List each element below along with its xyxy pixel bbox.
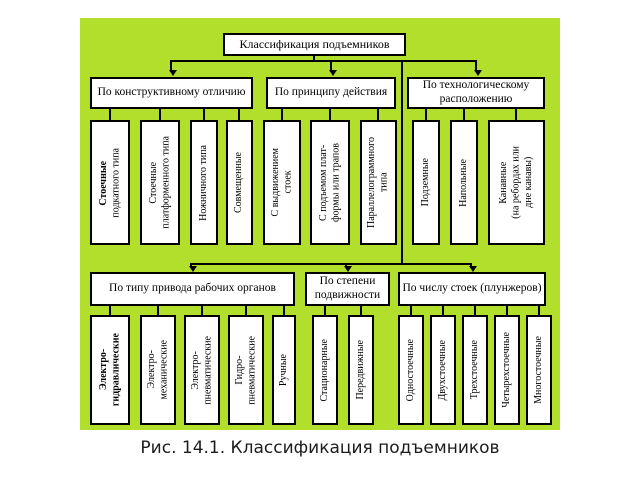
node-electro-gidravlicheskie: Электро- гидравлические <box>90 315 130 425</box>
node-label: По принципу действия <box>274 86 388 99</box>
node-label: Подземные <box>419 158 431 207</box>
node-label: Ручные <box>277 353 289 387</box>
node-root: Классификация подъемников <box>223 33 406 56</box>
arrow-down-icon <box>189 263 197 272</box>
connector <box>245 306 247 315</box>
node-odnostoechnye: Одностоечные <box>398 315 424 425</box>
node-label: Трехстоечные <box>468 340 480 400</box>
node-label: Ножничного типа <box>197 144 209 221</box>
node-label: Стоечные платформенного типа <box>147 136 172 229</box>
node-label: Электро- механические <box>145 340 170 400</box>
node-statsionarnye: Стационарные <box>312 315 338 425</box>
node-label: По степени подвижности <box>314 275 381 301</box>
node-label: По конструктивному отличию <box>97 86 246 99</box>
connector <box>506 306 508 315</box>
node-label: Напольные <box>457 158 469 207</box>
node-label: С выдвижением стоек <box>269 148 294 217</box>
node-napolnye: Напольные <box>450 120 478 245</box>
node-label: Канавные (на ребордах или дне канавы) <box>497 146 534 219</box>
node-electro-pnevmaticheskie: Электро- пневматические <box>184 315 220 425</box>
connector <box>313 56 315 60</box>
node-label: Четырехстоечные <box>500 332 512 408</box>
node-label: Передвижные <box>354 340 366 400</box>
node-label: Стационарные <box>318 338 330 402</box>
node-kanavnye: Канавные (на ребордах или дне канавы) <box>488 120 545 245</box>
node-label: Электро- пневматические <box>189 335 214 405</box>
node-group-principle: По принципу действия <box>266 77 396 109</box>
node-label: По типу привода рабочих органов <box>109 282 276 295</box>
node-group-mobility: По степени подвижности <box>305 272 390 306</box>
node-parallelogrammnye: Параллелограммного типа <box>360 120 397 245</box>
connector <box>324 306 326 315</box>
node-label: Двухстоечные <box>436 339 448 401</box>
node-sovmeshchennye: Совмещенные <box>226 120 253 245</box>
node-label: Классификация подъемников <box>239 37 390 51</box>
node-dvukhstoechnye: Двухстоечные <box>430 315 456 425</box>
node-mnogostoechnye: Многостоечные <box>526 315 552 425</box>
figure-caption: Рис. 14.1. Классификация подъемников <box>140 438 500 458</box>
node-group-technological: По технологическому расположению <box>407 77 545 109</box>
connector <box>157 306 159 315</box>
connector <box>442 306 444 315</box>
arrow-down-icon <box>169 60 177 76</box>
node-gidro-pnevmaticheskie: Гидро- пневматические <box>228 315 264 425</box>
node-chetyrekhstoechnye: Четырехстоечные <box>494 315 520 425</box>
connector <box>538 306 540 315</box>
node-label: Гидро- пневматические <box>233 335 258 405</box>
node-label: По числу стоек (плунжеров) <box>402 282 542 295</box>
node-label: Совмещенные <box>233 152 245 213</box>
node-stoechnye-platformennye: Стоечные платформенного типа <box>140 120 180 245</box>
connector <box>283 306 285 315</box>
arrow-down-icon <box>474 60 482 76</box>
node-group-post-count: По числу стоек (плунжеров) <box>398 272 546 306</box>
connector <box>109 109 111 120</box>
node-trekhstoechnye: Трехстоечные <box>462 315 488 425</box>
connector <box>377 109 379 120</box>
node-label: Многостоечные <box>532 336 544 404</box>
connector <box>401 60 403 263</box>
connector <box>474 306 476 315</box>
node-podzemnye: Подземные <box>412 120 440 245</box>
node-label: Параллелограммного типа <box>366 137 390 228</box>
arrow-down-icon <box>469 263 477 272</box>
connector <box>410 306 412 315</box>
connector <box>329 109 331 120</box>
node-vydvizhenie-stoek: С выдвижением стоек <box>263 120 301 245</box>
node-electro-mekhanicheskie: Электро- механические <box>140 315 176 425</box>
connector <box>201 306 203 315</box>
connector <box>281 109 283 120</box>
connector <box>463 109 465 120</box>
node-label: С подъемом плат- формы или трапов <box>317 143 342 222</box>
connector <box>191 263 472 265</box>
node-peredvizhnye: Передвижные <box>348 315 374 425</box>
connector <box>425 109 427 120</box>
connector <box>238 109 240 120</box>
node-label: Одностоечные <box>404 338 416 402</box>
node-podem-platformy: С подъемом плат- формы или трапов <box>310 120 350 245</box>
node-group-constructive: По конструктивному отличию <box>90 77 253 109</box>
arrow-down-icon <box>329 60 337 76</box>
diagram-panel: Классификация подъемников По конструктив… <box>80 18 560 430</box>
connector <box>159 109 161 120</box>
node-label: Электро- гидравлические <box>97 333 122 407</box>
connector <box>203 109 205 120</box>
connector <box>109 306 111 315</box>
connector <box>171 60 477 62</box>
arrow-down-icon <box>344 263 352 272</box>
node-nozhnichnye: Ножничного типа <box>190 120 218 245</box>
connector <box>515 109 517 120</box>
node-group-drive-type: По типу привода рабочих органов <box>90 272 295 306</box>
connector <box>360 306 362 315</box>
node-ruchnye: Ручные <box>272 315 296 425</box>
node-label: По технологическому расположению <box>422 79 530 105</box>
